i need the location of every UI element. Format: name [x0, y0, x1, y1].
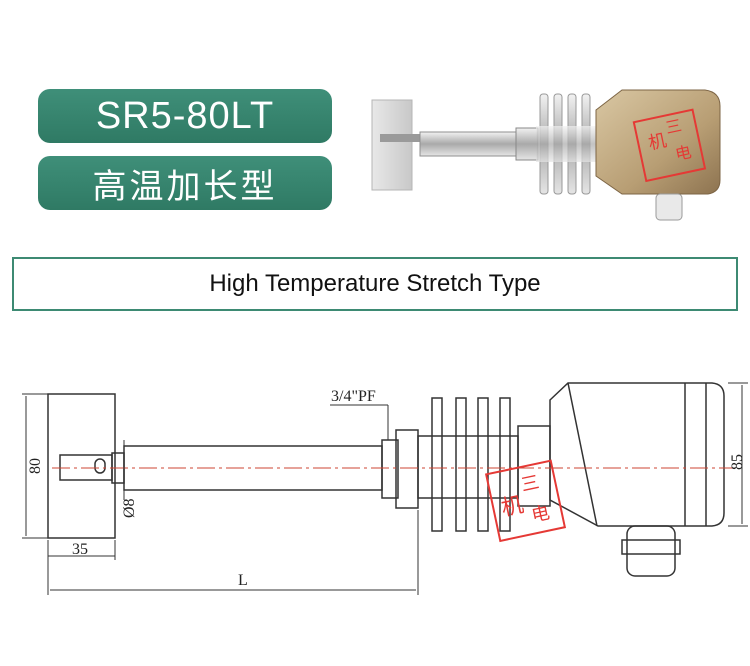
dim-width: 35 [72, 541, 88, 558]
svg-text:电: 电 [674, 142, 694, 164]
dim-diameter: Ø8 [121, 498, 138, 518]
housing-outline [549, 382, 725, 527]
gland-outline [626, 525, 676, 577]
extension-rod [419, 131, 521, 157]
svg-text:三: 三 [664, 116, 684, 138]
housing [595, 89, 721, 195]
dim-height: 80 [27, 458, 44, 474]
stamp-drawing: 机 三 电 [484, 459, 567, 543]
product-type-label: 高温加长型 [38, 156, 332, 210]
model-label: SR5-80LT [38, 89, 332, 143]
svg-text:三: 三 [519, 472, 541, 496]
stamp: 机 三 电 [632, 108, 707, 183]
paddle-outline [47, 393, 116, 539]
dim-length: L [238, 572, 248, 589]
dim-right: 85 [729, 454, 746, 470]
heat-sink-fins [536, 93, 596, 195]
banner-title: High Temperature Stretch Type [12, 257, 738, 311]
paddle-plate [371, 99, 413, 191]
thread-label: 3/4"PF [331, 388, 376, 405]
svg-text:机: 机 [647, 130, 669, 154]
cable-gland [655, 193, 683, 221]
svg-text:机: 机 [499, 493, 526, 522]
svg-text:电: 电 [530, 502, 552, 526]
technical-drawing: 3/4"PF 80 35 Ø8 L 85 机 三 电 [22, 382, 748, 595]
product-photo: 机 三 电 [371, 89, 721, 221]
